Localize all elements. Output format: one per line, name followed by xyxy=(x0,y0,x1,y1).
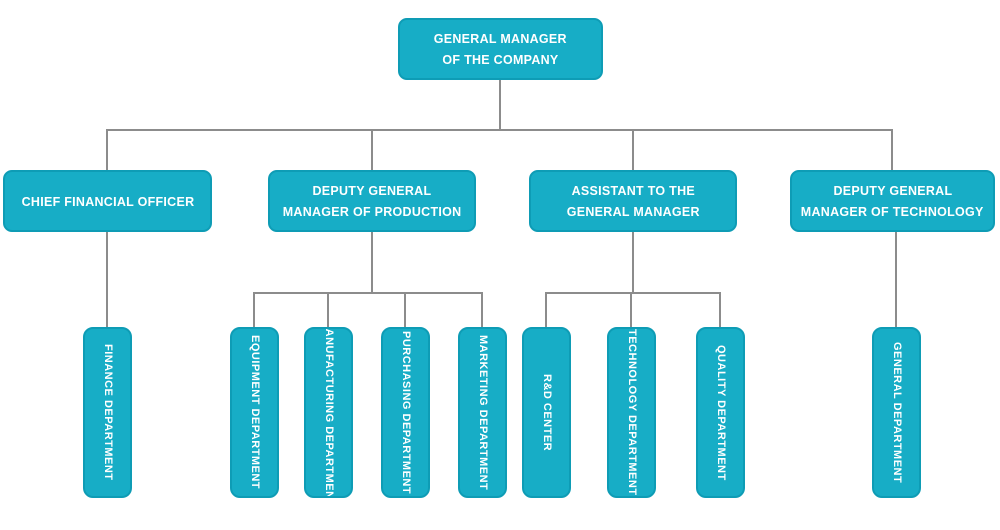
node-label: OF THE COMPANY xyxy=(442,52,559,67)
node-label: MANAGER OF TECHNOLOGY xyxy=(801,204,984,219)
connector-assistant-rail xyxy=(545,292,721,294)
connector-to-rd-center xyxy=(545,292,547,328)
node-label: MANUFACTURING DEPARTMENT xyxy=(323,327,335,498)
node-label: CHIEF FINANCIAL OFFICER xyxy=(21,193,194,209)
connector-to-marketing xyxy=(481,292,483,328)
connector-technology-general xyxy=(895,230,897,328)
node-label: R&D CENTER xyxy=(541,373,553,452)
node-manufacturing-department: MANUFACTURING DEPARTMENT xyxy=(304,327,353,498)
node-deputy-gm-technology: DEPUTY GENERAL MANAGER OF TECHNOLOGY xyxy=(790,170,995,232)
node-finance-department: FINANCE DEPARTMENT xyxy=(83,327,132,498)
connector-level2-rail xyxy=(106,129,893,131)
node-quality-department: QUALITY DEPARTMENT xyxy=(696,327,745,498)
node-label: GENERAL MANAGER xyxy=(433,31,568,46)
node-label: DEPUTY GENERAL xyxy=(833,183,952,198)
node-label: MANAGER OF PRODUCTION xyxy=(282,204,462,219)
node-label: TECHNOLOGY DEPARTMENT xyxy=(626,329,638,496)
connector-cfo-finance xyxy=(106,230,108,328)
node-purchasing-department: PURCHASING DEPARTMENT xyxy=(381,327,430,498)
connector-to-purchasing xyxy=(404,292,406,328)
node-label: MARKETING DEPARTMENT xyxy=(477,334,489,491)
node-marketing-department: MARKETING DEPARTMENT xyxy=(458,327,507,498)
node-deputy-gm-production: DEPUTY GENERAL MANAGER OF PRODUCTION xyxy=(268,170,476,232)
connector-to-assistant xyxy=(632,129,634,172)
node-chief-financial-officer: CHIEF FINANCIAL OFFICER xyxy=(3,170,212,232)
connector-to-technology-dept xyxy=(630,292,632,328)
connector-assistant-down xyxy=(632,230,634,293)
connector-gm-down xyxy=(499,79,501,130)
connector-to-dgm-technology xyxy=(891,129,893,172)
node-rd-center: R&D CENTER xyxy=(522,327,571,498)
node-equipment-department: EQUIPMENT DEPARTMENT xyxy=(230,327,279,498)
node-label: FINANCE DEPARTMENT xyxy=(102,344,114,481)
connector-to-manufacturing xyxy=(327,292,329,328)
node-label: EQUIPMENT DEPARTMENT xyxy=(249,335,261,490)
connector-to-quality-dept xyxy=(719,292,721,328)
connector-to-cfo xyxy=(106,129,108,172)
connector-production-down xyxy=(371,230,373,293)
node-label: ASSISTANT TO THE xyxy=(571,183,695,198)
node-label: PURCHASING DEPARTMENT xyxy=(400,330,412,495)
node-general-department: GENERAL DEPARTMENT xyxy=(872,327,921,498)
connector-to-dgm-production xyxy=(371,129,373,172)
node-general-manager: GENERAL MANAGER OF THE COMPANY xyxy=(398,18,603,80)
node-label: GENERAL DEPARTMENT xyxy=(891,341,903,484)
node-technology-department: TECHNOLOGY DEPARTMENT xyxy=(607,327,656,498)
node-label: DEPUTY GENERAL xyxy=(312,183,432,198)
connector-production-rail xyxy=(253,292,483,294)
node-label: GENERAL MANAGER xyxy=(566,204,700,219)
connector-to-equipment xyxy=(253,292,255,328)
node-label: QUALITY DEPARTMENT xyxy=(715,344,727,481)
node-assistant-to-gm: ASSISTANT TO THE GENERAL MANAGER xyxy=(529,170,737,232)
